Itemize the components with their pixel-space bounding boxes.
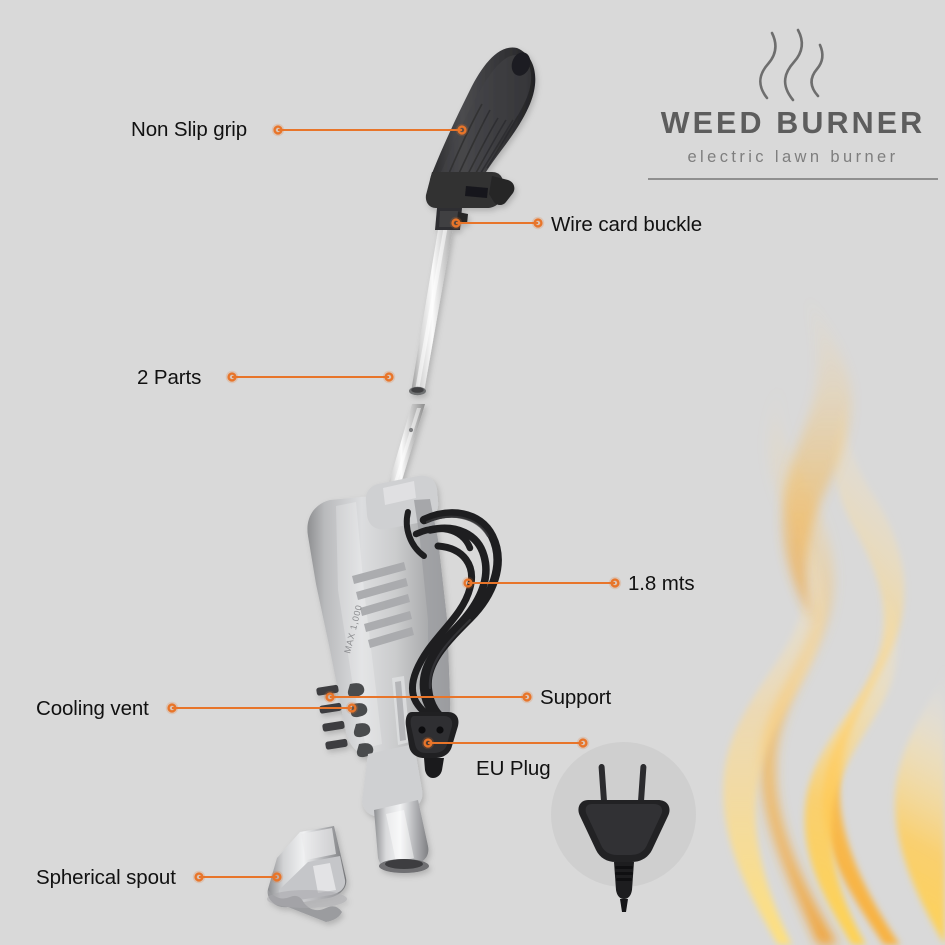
callout-non-slip-grip [271, 123, 469, 137]
callout-label-spherical-spout: Spherical spout [36, 866, 176, 889]
marker-start [423, 738, 433, 748]
callout-eu-plug [421, 736, 590, 750]
logo-divider [648, 177, 938, 180]
brand-logo: WEED BURNER electric lawn burner [648, 24, 938, 180]
callout-label-non-slip-grip: Non Slip grip [131, 118, 248, 141]
marker-end [272, 872, 282, 882]
marker-start [463, 578, 473, 588]
callout-label-two-parts: 2 Parts [137, 366, 202, 389]
callout-label-cable-length: 1.8 mts [628, 572, 695, 595]
marker-end [457, 125, 467, 135]
marker-end [610, 578, 620, 588]
marker-start [167, 703, 177, 713]
callout-wire-card-buckle [449, 216, 545, 230]
callout-label-eu-plug: EU Plug [476, 757, 551, 780]
callout-spherical-spout [192, 870, 284, 884]
brand-name: WEED BURNER [660, 106, 926, 140]
marker-end [347, 703, 357, 713]
marker-start [451, 218, 461, 228]
marker-start [227, 372, 237, 382]
marker-start [325, 692, 335, 702]
marker-start [194, 872, 204, 882]
flame-wisps-icon [648, 24, 938, 102]
marker-end [578, 738, 588, 748]
callout-cooling-vent [165, 701, 359, 715]
brand-tagline: electric lawn burner [687, 147, 899, 166]
callout-label-support: Support [540, 686, 612, 709]
callout-label-cooling-vent: Cooling vent [36, 697, 149, 720]
callout-support [323, 690, 534, 704]
callout-two-parts [225, 370, 396, 384]
marker-start [273, 125, 283, 135]
marker-end [533, 218, 543, 228]
callout-label-wire-card-buckle: Wire card buckle [551, 213, 703, 236]
marker-end [522, 692, 532, 702]
callout-cable-length [461, 576, 622, 590]
marker-end [384, 372, 394, 382]
